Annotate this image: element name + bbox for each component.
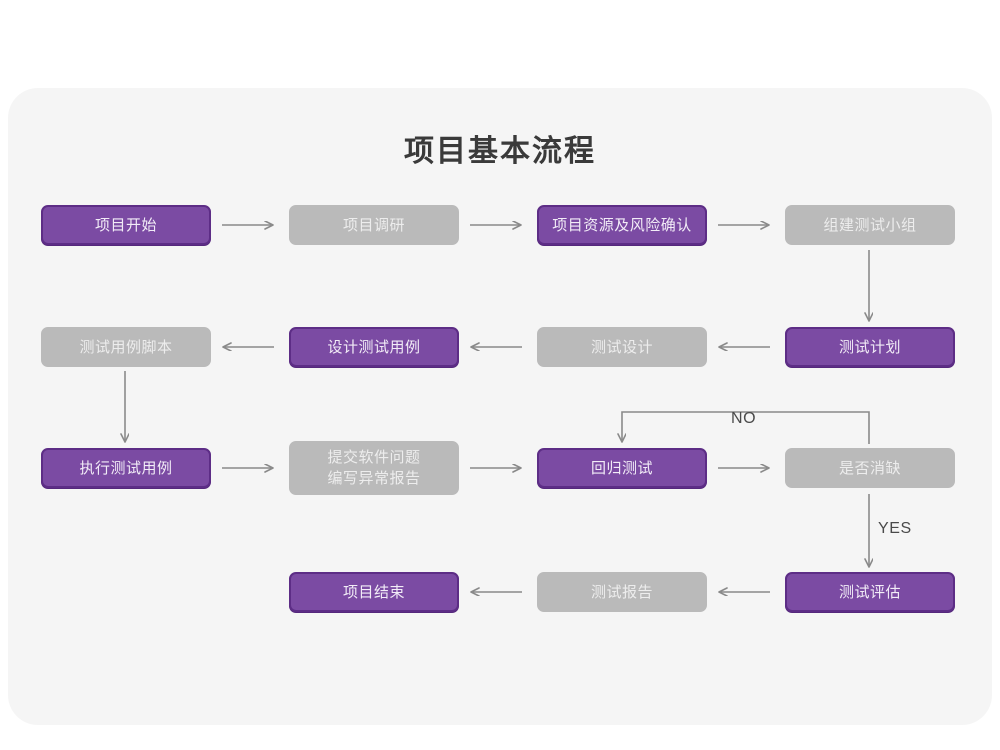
edge-label-yes: YES xyxy=(878,520,912,537)
node-regression-test[interactable]: 回归测试 xyxy=(537,448,707,488)
node-test-design[interactable]: 测试设计 xyxy=(537,327,707,367)
node-project-research[interactable]: 项目调研 xyxy=(289,205,459,245)
node-test-evaluation[interactable]: 测试评估 xyxy=(785,572,955,612)
edge-label-no: NO xyxy=(731,410,757,427)
node-submit-issue-report[interactable]: 提交软件问题 编写异常报告 xyxy=(289,441,459,495)
node-test-plan[interactable]: 测试计划 xyxy=(785,327,955,367)
node-test-report[interactable]: 测试报告 xyxy=(537,572,707,612)
node-build-test-team[interactable]: 组建测试小组 xyxy=(785,205,955,245)
node-resource-risk-confirm[interactable]: 项目资源及风险确认 xyxy=(537,205,707,245)
node-defect-resolved[interactable]: 是否消缺 xyxy=(785,448,955,488)
node-execute-test-cases[interactable]: 执行测试用例 xyxy=(41,448,211,488)
page-title: 项目基本流程 xyxy=(404,135,596,168)
content-card xyxy=(8,88,992,725)
node-design-test-cases[interactable]: 设计测试用例 xyxy=(289,327,459,367)
node-project-end[interactable]: 项目结束 xyxy=(289,572,459,612)
node-project-start[interactable]: 项目开始 xyxy=(41,205,211,245)
node-test-case-script[interactable]: 测试用例脚本 xyxy=(41,327,211,367)
